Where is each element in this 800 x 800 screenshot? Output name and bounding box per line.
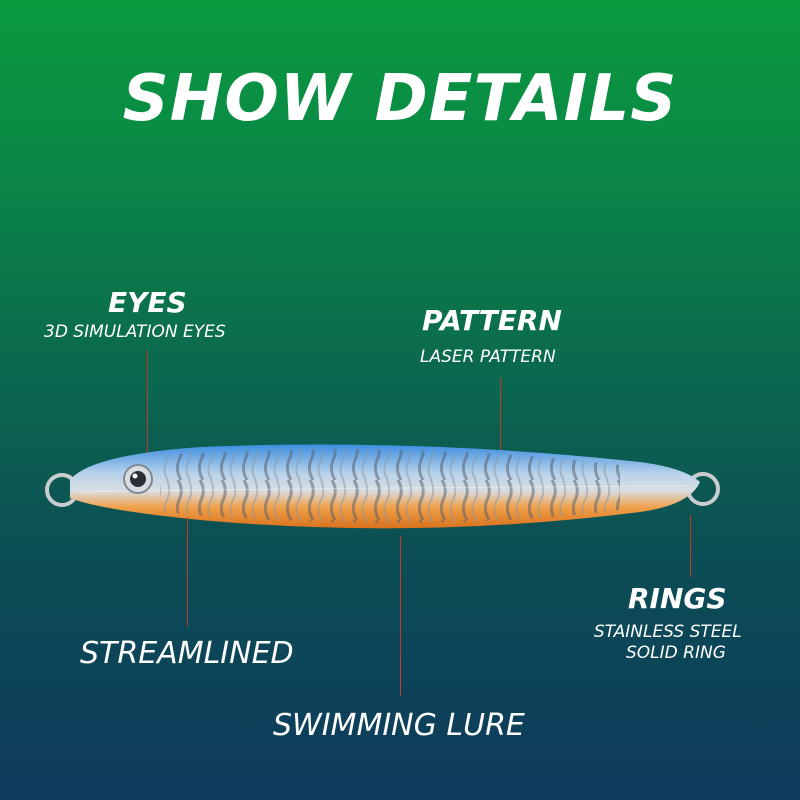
rings-description-line1: STAINLESS STEEL <box>594 622 742 642</box>
pattern-description: LASER PATTERN <box>420 347 556 367</box>
rings-heading: RINGS <box>628 582 727 615</box>
streamlined-heading: STREAMLINED <box>80 636 294 671</box>
pattern-heading: PATTERN <box>422 304 562 337</box>
rings-description-line2: SOLID RING <box>626 643 726 663</box>
pattern-leader-line <box>500 378 501 460</box>
streamlined-leader-line <box>187 517 188 627</box>
page-title: SHOW DETAILS <box>122 62 678 136</box>
swimming-heading: SWIMMING LURE <box>273 708 525 743</box>
eyes-description: 3D SIMULATION EYES <box>44 322 226 342</box>
eyes-heading: EYES <box>108 286 187 319</box>
swimming-leader-line <box>400 536 401 696</box>
rings-leader-line <box>690 515 691 577</box>
eyes-leader-line <box>147 350 148 468</box>
